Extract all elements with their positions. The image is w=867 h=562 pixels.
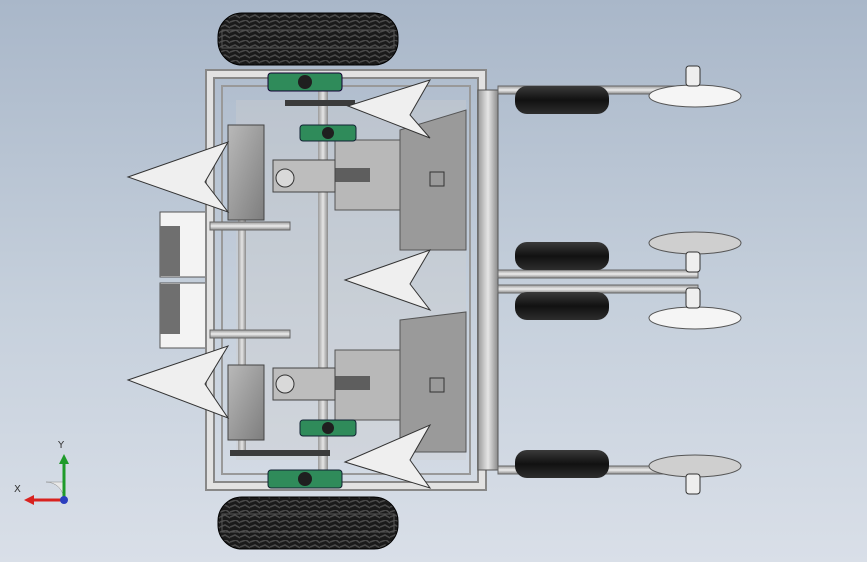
furrow-opener-tines bbox=[126, 79, 432, 489]
bearing-blocks bbox=[267, 72, 357, 489]
z-axis-point bbox=[60, 496, 68, 504]
center-drive-shaft bbox=[318, 84, 328, 484]
covering-discs bbox=[648, 65, 742, 495]
x-axis-label: X bbox=[14, 484, 21, 495]
press-wheel-arms bbox=[497, 85, 699, 475]
gearboxes bbox=[227, 124, 336, 441]
y-axis-label: Y bbox=[58, 440, 65, 451]
bottom-drive-tire bbox=[217, 496, 399, 550]
top-drive-tire bbox=[217, 12, 399, 66]
axis-triad: X Y bbox=[10, 440, 80, 510]
rear-cross-tube bbox=[477, 89, 499, 471]
press-wheels bbox=[515, 86, 609, 478]
left-drive-shaft bbox=[238, 180, 246, 450]
left-support-plates bbox=[159, 211, 213, 349]
